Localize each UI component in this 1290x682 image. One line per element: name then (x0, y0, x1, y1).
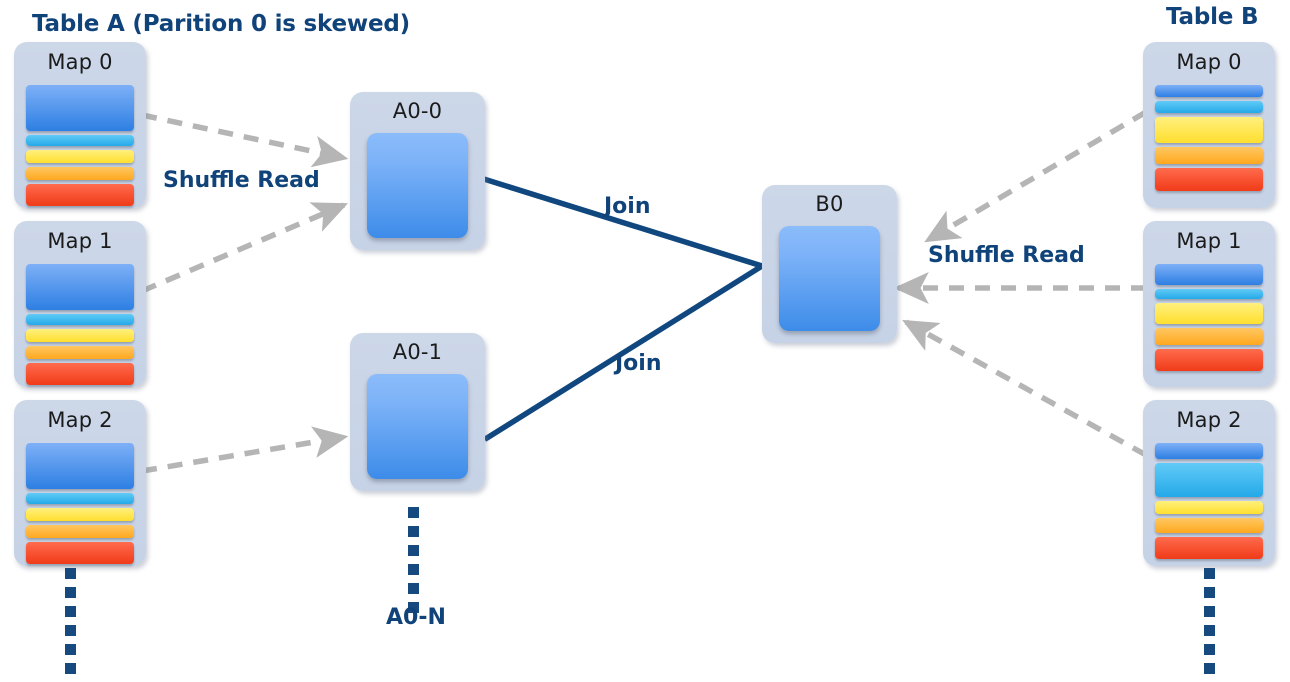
map-caption: Map 2 (1176, 408, 1242, 432)
map-caption: Map 1 (47, 229, 113, 253)
edge-layer (140, 109, 1148, 474)
bar-light-blue (26, 314, 134, 325)
partition-bars (1155, 264, 1263, 377)
table-b-map-2[interactable]: Map 2 (1143, 400, 1275, 566)
dot (408, 526, 419, 537)
bar-light-blue (1155, 463, 1263, 497)
bar-blue (1155, 443, 1263, 459)
bar-red (1155, 168, 1263, 191)
partition-label: A0-1 (392, 340, 443, 364)
dot (1204, 644, 1215, 655)
map-caption: Map 0 (1176, 50, 1242, 74)
bar-orange (1155, 328, 1263, 345)
dot (65, 663, 76, 674)
bar-yellow (26, 329, 134, 342)
dot (65, 606, 76, 617)
dot (65, 644, 76, 655)
table-b-continuation-dots (1204, 568, 1215, 682)
partition-a-continuation-dots (408, 507, 419, 621)
map-caption: Map 1 (1176, 229, 1242, 253)
shuffle-read-right-label: Shuffle Read (928, 243, 1085, 268)
partition-label: A0-0 (392, 99, 443, 123)
bar-red (26, 184, 134, 206)
bar-orange (1155, 518, 1263, 533)
partition-bars (26, 264, 134, 385)
shuffle-read-left-label: Shuffle Read (163, 168, 320, 193)
edge-map2-to-a01 (141, 426, 349, 474)
bar-light-blue (26, 493, 134, 504)
dot (408, 583, 419, 594)
dot (408, 564, 419, 575)
bar-blue (26, 264, 134, 310)
table-a-map-1[interactable]: Map 1 (14, 221, 146, 387)
dot (65, 568, 76, 579)
dot (1204, 663, 1215, 674)
bar-yellow (26, 508, 134, 521)
partition-label: B0 (815, 192, 844, 216)
bar-yellow (1155, 501, 1263, 514)
partition-node-b0[interactable]: B0 (762, 185, 897, 343)
partition-chip (367, 133, 468, 238)
table-a-map-2[interactable]: Map 2 (14, 400, 146, 566)
bar-yellow (1155, 303, 1263, 324)
bar-red (1155, 349, 1263, 371)
edge-a00-to-b0-join (483, 176, 766, 270)
bar-orange (26, 346, 134, 359)
bar-blue (1155, 85, 1263, 97)
bar-blue (1155, 264, 1263, 285)
dot (65, 625, 76, 636)
bar-blue (26, 85, 134, 131)
table-b-map-0[interactable]: Map 0 (1143, 42, 1275, 208)
partition-node-a0-1[interactable]: A0-1 (350, 333, 485, 491)
partition-bars (26, 85, 134, 206)
bar-yellow (1155, 117, 1263, 143)
bar-light-blue (26, 135, 134, 146)
edge-bmap0-to-b0 (924, 109, 1148, 243)
bar-red (26, 363, 134, 385)
table-a-title: Table A (Parition 0 is skewed) (32, 11, 410, 37)
bar-red (1155, 537, 1263, 559)
bar-orange (26, 525, 134, 538)
partition-node-a0-0[interactable]: A0-0 (350, 92, 485, 250)
dot (65, 587, 76, 598)
bar-orange (26, 167, 134, 180)
bar-blue (26, 443, 134, 489)
partition-bars (1155, 85, 1263, 198)
dot (408, 602, 419, 613)
edge-map1-to-a00 (140, 202, 349, 294)
dot (408, 545, 419, 556)
partition-bars (1155, 443, 1263, 559)
bar-orange (1155, 147, 1263, 164)
bar-red (26, 542, 134, 564)
join-bottom-label: Join (615, 351, 662, 376)
edge-bmap2-to-b0 (902, 319, 1148, 458)
bar-yellow (26, 150, 134, 163)
dot (1204, 568, 1215, 579)
edge-shuffle-right (893, 109, 1148, 458)
dot (1204, 625, 1215, 636)
dot (1204, 587, 1215, 598)
partition-chip (367, 374, 468, 479)
partition-chip (779, 226, 880, 331)
table-a-map-0[interactable]: Map 0 (14, 42, 146, 208)
table-b-map-1[interactable]: Map 1 (1143, 221, 1275, 387)
edge-map0-to-a00 (141, 112, 349, 168)
bar-light-blue (1155, 101, 1263, 113)
dot (1204, 606, 1215, 617)
table-a-continuation-dots (65, 568, 76, 682)
dot (408, 507, 419, 518)
partition-bars (26, 443, 134, 564)
map-caption: Map 0 (47, 50, 113, 74)
map-caption: Map 2 (47, 408, 113, 432)
join-top-label: Join (604, 194, 651, 219)
table-b-title: Table B (1166, 4, 1259, 30)
bar-light-blue (1155, 289, 1263, 299)
diagram-canvas: Table A (Parition 0 is skewed) Table B M… (14, 4, 1275, 674)
partition-a0-n-label: A0-N (386, 605, 446, 630)
